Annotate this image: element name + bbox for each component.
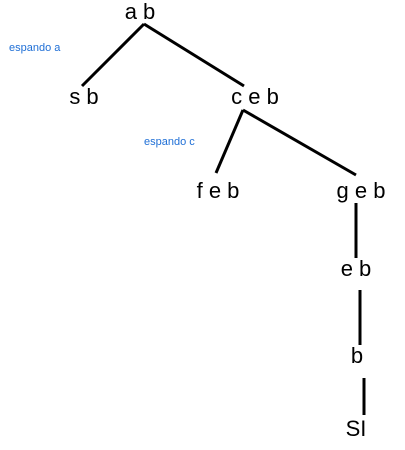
edge-root-to-ceb bbox=[143, 22, 245, 88]
node-feb: f e b bbox=[197, 178, 240, 203]
note-expand-c: espando c bbox=[144, 136, 195, 148]
tree-edges bbox=[80, 22, 366, 415]
node-sb: s b bbox=[69, 84, 98, 109]
edge-ceb-to-geb bbox=[242, 108, 357, 177]
edge-ceb-to-feb bbox=[214, 109, 245, 174]
note-expand-a: espando a bbox=[9, 42, 61, 54]
node-geb: g e b bbox=[337, 178, 386, 203]
node-eb: e b bbox=[341, 256, 372, 281]
edge-root-to-sb bbox=[80, 22, 146, 88]
node-root: a b bbox=[125, 0, 156, 24]
node-si: SI bbox=[346, 416, 367, 441]
node-ceb: c e b bbox=[231, 84, 279, 109]
node-b: b bbox=[351, 343, 363, 368]
